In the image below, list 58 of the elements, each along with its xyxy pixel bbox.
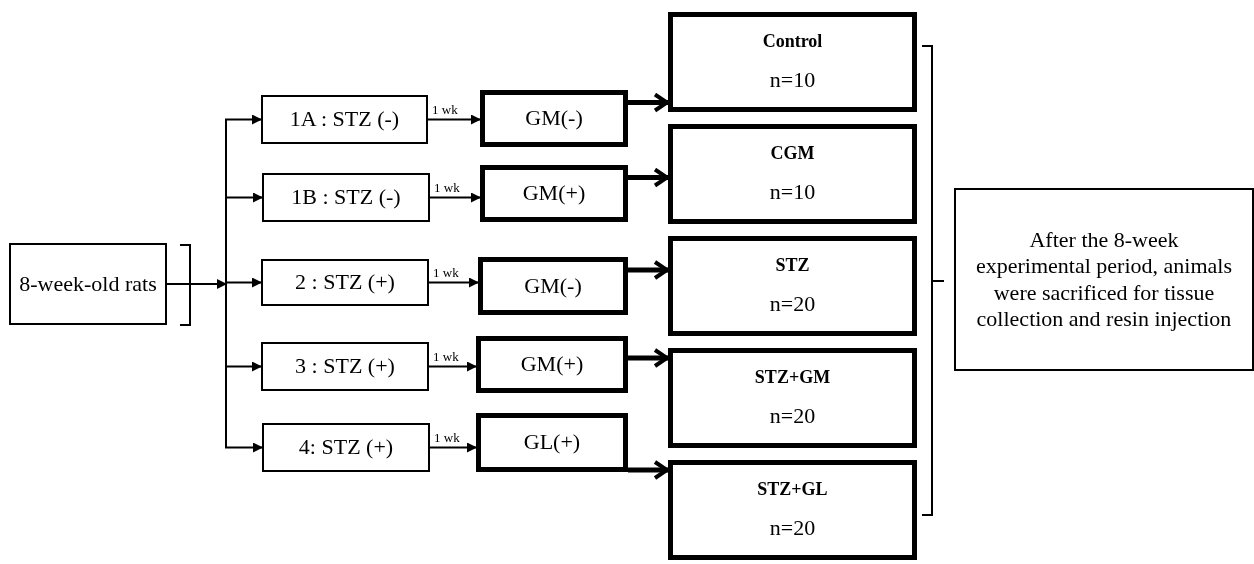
box-text: After the 8-week experimental period, animals were sacrificed for tissue collection and resin injection (975, 226, 1233, 333)
treatment-box (480, 165, 628, 222)
sample-size: n=10 (769, 66, 816, 94)
box-text: 1A : STZ (-) (289, 106, 400, 133)
arrow (628, 92, 669, 113)
arrow (429, 192, 481, 203)
outcome-box (668, 236, 917, 336)
sample-size: n=20 (769, 514, 816, 542)
treatment-box (478, 257, 628, 315)
box-text: 3 : STZ (+) (295, 353, 395, 380)
box-text: 8-week-old rats (19, 270, 157, 298)
arrow (166, 279, 227, 289)
box-text: GM(+) (520, 351, 584, 378)
sample-size: n=10 (769, 178, 816, 206)
box-text: GM(-) (525, 105, 583, 132)
box-text: 1B : STZ (-) (291, 184, 401, 211)
group-box (261, 259, 429, 306)
edge-label: 1 wk (431, 102, 459, 116)
arrow (427, 114, 481, 125)
arrow (225, 192, 263, 285)
arrow (428, 277, 479, 288)
group-box (261, 95, 428, 144)
arrow (628, 460, 669, 480)
arrow (225, 283, 263, 453)
box-text: 2 : STZ (+) (295, 269, 395, 296)
box-text: GM(-) (524, 272, 582, 300)
outcome-box (668, 460, 917, 560)
group-name: STZ+GM (754, 366, 831, 388)
note-box (954, 188, 1254, 371)
treatment-box (476, 413, 628, 472)
box-text: GL(+) (523, 429, 581, 456)
arrow (628, 348, 669, 368)
treatment-box (480, 90, 628, 147)
arrow (628, 260, 669, 280)
group-name: CGM (770, 142, 815, 164)
group-name: Control (762, 30, 823, 52)
edge-label: 1 wk (432, 265, 460, 279)
group-box (262, 423, 430, 472)
group-name: STZ (775, 254, 810, 276)
edge-label: 1 wk (432, 349, 460, 363)
edge-label: 1 wk (433, 180, 461, 194)
box-text: GM(+) (522, 180, 586, 207)
arrow (428, 361, 477, 372)
outcome-box (668, 348, 917, 448)
group-box (261, 342, 429, 391)
start-box (9, 243, 167, 325)
arrow (429, 442, 477, 453)
arrow (628, 167, 669, 188)
group-box (262, 173, 430, 222)
outcome-box (668, 12, 917, 112)
sample-size: n=20 (769, 290, 816, 318)
arrow (225, 277, 262, 288)
edge-label: 1 wk (433, 430, 461, 444)
group-name: STZ+GL (757, 478, 828, 500)
box-text: 4: STZ (+) (298, 434, 394, 461)
sample-size: n=20 (769, 402, 816, 430)
outcome-box (668, 124, 917, 224)
treatment-box (476, 336, 628, 393)
